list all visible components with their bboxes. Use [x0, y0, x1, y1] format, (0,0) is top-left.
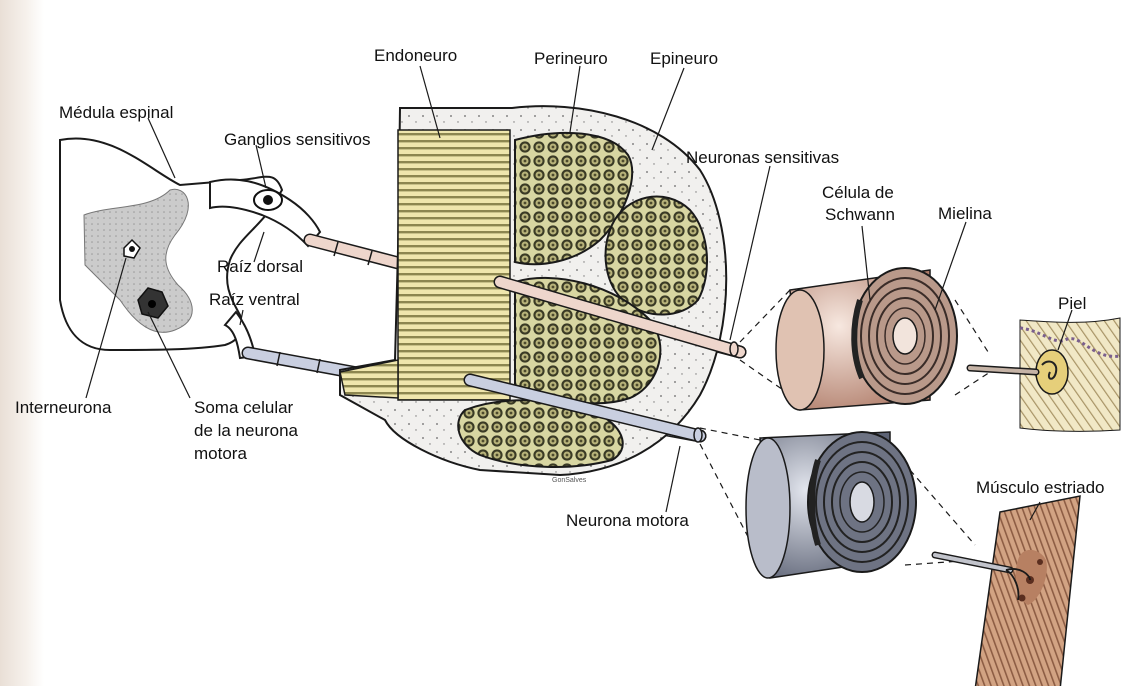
motor-axon-core [850, 482, 874, 522]
label-medula-espinal: Médula espinal [59, 103, 173, 123]
label-epineuro: Epineuro [650, 49, 718, 69]
label-neurona-motora: Neurona motora [566, 511, 689, 531]
label-raiz-dorsal: Raíz dorsal [217, 257, 303, 277]
fascicle-right [606, 197, 707, 315]
skin-patch [970, 318, 1120, 431]
artist-signature: GonSalves [552, 477, 587, 484]
sensory-receptor [1036, 350, 1068, 394]
label-soma-line3: motora [194, 444, 247, 464]
label-soma-line2: de la neurona [194, 421, 298, 441]
label-soma-line1: Soma celular [194, 398, 293, 418]
sensory-schwann-cell [776, 268, 957, 410]
label-musculo-estriado: Músculo estriado [976, 478, 1105, 498]
label-celula-line2: Schwann [825, 205, 895, 225]
label-celula-line1: Célula de [822, 183, 894, 203]
label-endoneuro: Endoneuro [374, 46, 457, 66]
label-mielina: Mielina [938, 204, 992, 224]
label-ganglios-sensitivos: Ganglios sensitivos [224, 130, 370, 150]
label-perineuro: Perineuro [534, 49, 608, 69]
motor-schwann-cell [746, 432, 916, 578]
label-neuronas-sensitivas: Neuronas sensitivas [686, 148, 839, 168]
endoneurium-block [398, 130, 510, 400]
label-interneurona: Interneurona [15, 398, 111, 418]
sensory-axon-core [893, 318, 917, 354]
label-raiz-ventral: Raíz ventral [209, 290, 300, 310]
label-piel: Piel [1058, 294, 1086, 314]
